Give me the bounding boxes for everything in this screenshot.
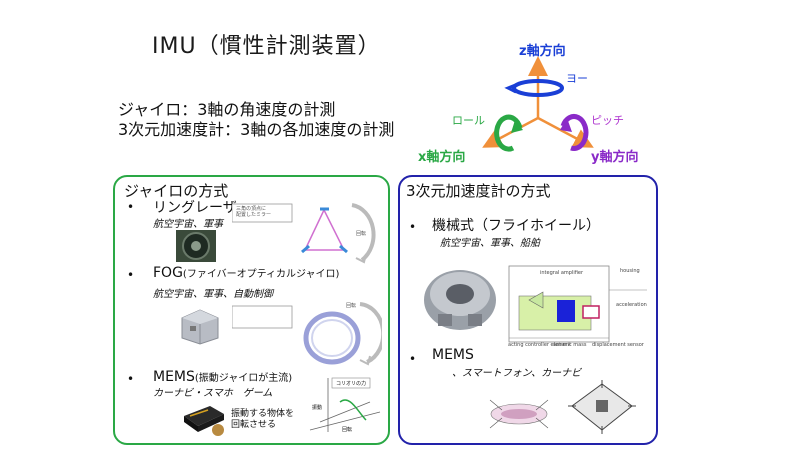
y-axis-label: y軸方向 [591, 150, 639, 165]
mems-caption: 振動する物体を 回転させる [231, 409, 295, 430]
mems-accelerometer-image-1 [489, 399, 549, 429]
z-axis-label: z軸方向 [519, 44, 566, 59]
axis-diagram [482, 56, 594, 152]
mems-rotation-text: 回転 [342, 427, 353, 433]
gyro-item-mems-apps: カーナビ・スマホ ゲーム [153, 388, 273, 399]
accel-item-mems: MEMS [432, 347, 474, 363]
acting-controller-text: acting controller element [508, 342, 572, 348]
bullet: • [127, 268, 135, 282]
accel-item-mechanical-apps: 航空宇宙、軍事、船舶 [440, 238, 540, 249]
bullet: • [409, 220, 417, 234]
x-axis-label: x軸方向 [418, 150, 466, 165]
bullet: • [127, 200, 135, 214]
ring-rotation-text: 回転 [356, 231, 367, 237]
gyro-panel-title: ジャイロの方式 [124, 182, 229, 200]
mems-vibration-text: 振動 [312, 405, 323, 411]
gyro-item-ring-laser: リングレーザー [153, 200, 251, 216]
page-title: IMU（慣性計測装置） [152, 34, 381, 59]
gyro-description: ジャイロ：3軸の角速度の計測 [118, 100, 336, 119]
ring-note-text: 三角の頂点に 配置したミラー [236, 206, 272, 218]
roll-label: ロール [452, 114, 485, 127]
seismic-mass-text: seismic mass [553, 342, 587, 348]
mechanical-accelerometer-schematic [508, 265, 647, 343]
fog-photo [181, 309, 219, 345]
pitch-label: ピッチ [591, 114, 624, 127]
fog-diagram [232, 302, 382, 366]
accel-item-mechanical: 機械式（フライホイール） [432, 218, 600, 234]
coriolis-text: コリオリの力 [336, 381, 367, 387]
gyro-methods-panel [113, 175, 390, 445]
y-axis-arrow [537, 116, 594, 148]
bullet: • [409, 352, 417, 366]
bullet: • [127, 372, 135, 386]
gyro-item-mems: MEMS(振動ジャイロが主流) [153, 369, 293, 385]
housing-text: housing [620, 268, 640, 274]
displacement-sensor-text: displacement sensor [592, 342, 644, 348]
yaw-label: ヨー [566, 72, 588, 85]
accel-direction-text: acceleration [616, 302, 647, 308]
accel-item-mems-apps: 、スマートフォン、カーナビ [452, 368, 582, 379]
ring-laser-gyro-photo [176, 230, 216, 262]
gyro-item-ring-laser-apps: 航空宇宙、軍事 [153, 219, 223, 230]
fog-rotation-text: 回転 [346, 303, 357, 309]
accel-panel-title: 3次元加速度計の方式 [406, 182, 551, 200]
gyro-item-fog: FOG(ファイバーオプティカルジャイロ) [153, 265, 340, 281]
accel-methods-panel [398, 175, 658, 445]
ring-laser-diagram [232, 203, 376, 264]
roll-rotation-arrow [494, 114, 523, 152]
gyro-item-fog-apps: 航空宇宙、軍事、自動制御 [153, 289, 273, 300]
mems-gyro-photo [184, 406, 224, 436]
mems-accelerometer-image-2 [568, 380, 636, 434]
integral-amp-text: integral amplifier [540, 270, 584, 276]
mechanical-accelerometer-photo [424, 270, 496, 330]
accel-description: 3次元加速度計：3軸の各加速度の計測 [118, 120, 395, 139]
mems-gyro-diagram [309, 377, 381, 432]
pitch-rotation-arrow [560, 114, 589, 151]
yaw-rotation-arrow [512, 79, 564, 97]
